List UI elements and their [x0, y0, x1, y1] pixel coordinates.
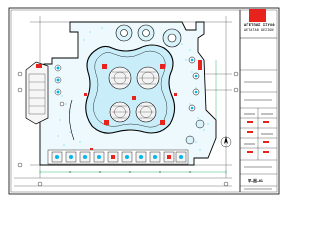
- booth-markers: [90, 148, 171, 159]
- central-hall: [85, 44, 176, 134]
- sheet-inner-border: [10, 9, 278, 193]
- title-block: [239, 10, 277, 192]
- left-stair: [25, 61, 49, 125]
- table-hatch: [111, 71, 157, 119]
- north-arrow-icon: [220, 136, 232, 148]
- left-column-cores: [56, 66, 60, 94]
- axis-bubbles: [17, 71, 239, 187]
- right-feature-cores: [190, 58, 198, 110]
- top-alcoves: [115, 24, 182, 48]
- floor-plan-canvas: [8, 7, 280, 195]
- drawing-title: 平—图—01: [248, 179, 263, 183]
- central-hall-inner: [93, 50, 168, 128]
- logo-seal: [249, 9, 266, 22]
- dimension-ticks: [69, 171, 191, 173]
- curved-partition: [69, 99, 75, 141]
- drawing-sheet: ΑΓΕΤΠΟΣ ΙΞΥΛΘ ΔΕΤΔΤΑΘ ΩΕΣΙΟΝ 平—图—01: [8, 7, 280, 195]
- sheet-border: [8, 7, 280, 195]
- studio-name-cn: ΑΓΕΤΠΟΣ ΙΞΥΛΘ: [244, 23, 275, 27]
- studio-name-en: ΔΕΤΔΤΑΘ ΩΕΣΙΟΝ: [244, 28, 274, 32]
- accent-markers: [84, 64, 177, 125]
- dimension-lines: [39, 60, 227, 174]
- booth-seats: [55, 155, 183, 159]
